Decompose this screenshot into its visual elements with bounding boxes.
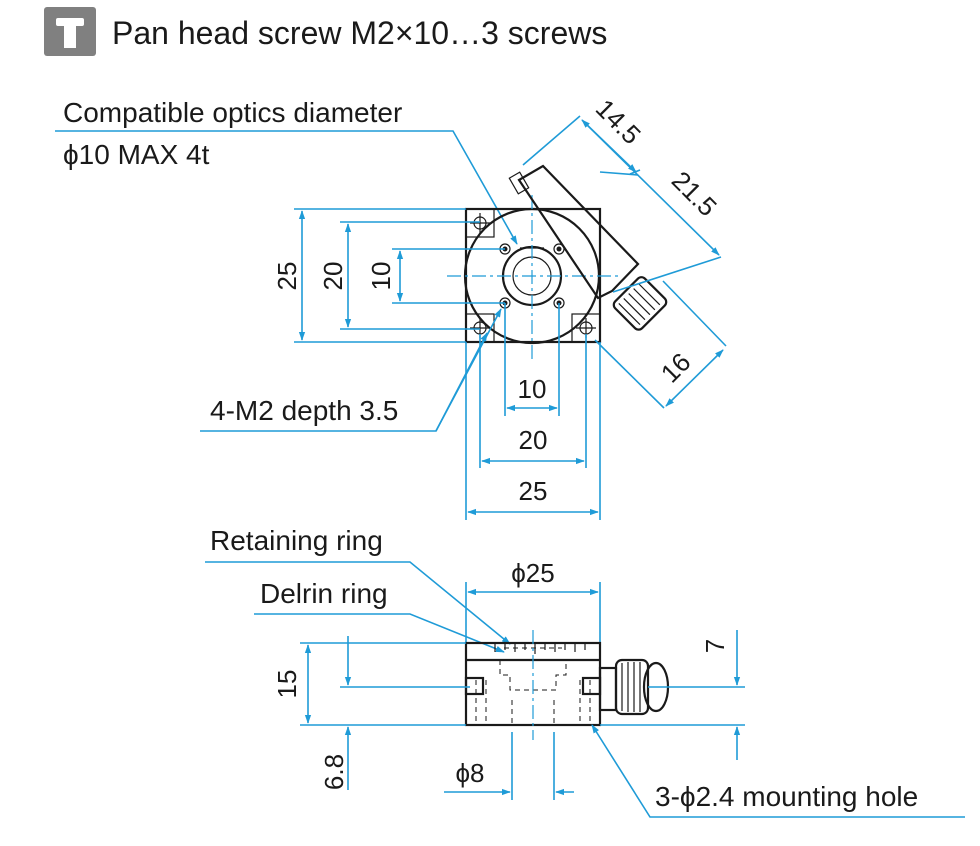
dim-line-16 <box>665 349 724 407</box>
dim-v20: 20 <box>318 262 348 291</box>
dim-21-5: 21.5 <box>666 165 723 222</box>
retaining-ring-label: Retaining ring <box>210 525 383 556</box>
dim-7: 7 <box>700 639 730 653</box>
optics-label-line2: ϕ10 MAX 4t <box>63 139 210 170</box>
tap-label: 4-M2 depth 3.5 <box>210 395 398 426</box>
graduation-scale <box>494 643 586 654</box>
dim-15: 15 <box>272 670 302 699</box>
tangent-screw-housing <box>508 164 668 331</box>
dim-h25: 25 <box>519 476 548 506</box>
retaining-ring-leader <box>205 561 511 645</box>
mounting-hole-leader <box>591 724 965 818</box>
mounting-hole-label: 3-ϕ2.4 mounting hole <box>655 781 918 812</box>
delrin-ring-label: Delrin ring <box>260 578 388 609</box>
dim-14-5: 14.5 <box>590 93 647 150</box>
pan-head-screw-icon <box>44 7 96 56</box>
optics-leader <box>55 130 518 245</box>
dim-phi8: ϕ8 <box>455 758 484 788</box>
left-slot <box>464 676 485 696</box>
dim-6-8: 6.8 <box>319 754 349 790</box>
side-view: Retaining ring Delrin ring ϕ25 <box>205 525 965 818</box>
dim-v10: 10 <box>366 262 396 291</box>
dim-v25: 25 <box>272 262 302 291</box>
top-view: Compatible optics diameter ϕ10 MAX 4t <box>55 93 727 520</box>
right-slot <box>581 676 602 696</box>
dim-phi25: ϕ25 <box>511 558 554 588</box>
page-title: Pan head screw M2×10…3 screws <box>112 15 607 51</box>
dim-h20: 20 <box>519 425 548 455</box>
dim-h10: 10 <box>518 374 547 404</box>
optics-label-line1: Compatible optics diameter <box>63 97 402 128</box>
side-knob <box>598 658 670 716</box>
delrin-ring-leader <box>254 613 505 653</box>
